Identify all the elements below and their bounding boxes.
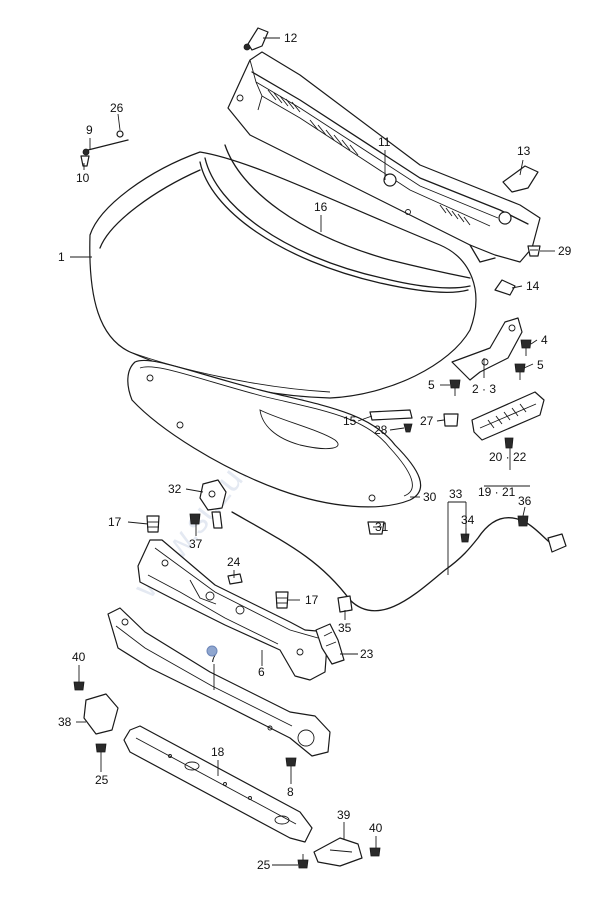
bolt-4 — [520, 339, 532, 356]
callout-36: 36 — [518, 494, 532, 508]
callout-38: 38 — [58, 715, 72, 729]
callout-9: 9 — [86, 123, 93, 137]
bolt-40-right — [369, 847, 381, 857]
latch-bracket — [315, 623, 345, 665]
callout-11: 11 — [378, 135, 391, 149]
cowl-bracket — [502, 165, 539, 193]
callout-25-right: 25 — [257, 858, 271, 872]
callout-8: 8 — [287, 785, 294, 799]
hood-insulator — [127, 359, 422, 508]
callout-4: 4 — [541, 333, 548, 347]
callout-7: 7 — [210, 651, 217, 665]
callout-13: 13 — [517, 144, 531, 158]
clip-28 — [403, 423, 413, 433]
bolt-5-right — [514, 363, 526, 380]
bolt-25-lower — [297, 854, 309, 869]
upper-support-member — [137, 539, 329, 681]
callout-19-21: 19 · 21 — [478, 485, 516, 499]
callout-5-right: 5 — [537, 358, 544, 372]
caution-label — [227, 573, 243, 585]
callout-15: 15 — [343, 414, 357, 428]
bolt-5-left — [449, 379, 461, 396]
callout-23: 23 — [360, 647, 374, 661]
seal-strip — [369, 409, 413, 421]
callout-18: 18 — [211, 745, 225, 759]
hood-stay-clip — [80, 130, 129, 167]
hood-hinge — [451, 317, 523, 381]
small-bracket — [494, 279, 516, 296]
callout-26: 26 — [110, 101, 124, 115]
bumper-17-left — [146, 515, 160, 533]
callout-40-right: 40 — [369, 821, 383, 835]
callout-1: 1 — [58, 250, 65, 264]
callout-40-left: 40 — [72, 650, 86, 664]
callout-29: 29 — [558, 244, 572, 258]
callout-31: 31 — [375, 520, 389, 534]
callout-32: 32 — [168, 482, 182, 496]
hood-panel — [89, 151, 477, 399]
hood-seal — [199, 144, 471, 294]
release-handle — [471, 391, 545, 449]
bracket-39 — [313, 837, 363, 867]
callout-24: 24 — [227, 555, 241, 569]
callout-12: 12 — [284, 31, 298, 45]
callout-25-left: 25 — [95, 773, 109, 787]
callout-6: 6 — [258, 665, 265, 679]
release-cable — [231, 511, 567, 612]
callout-35: 35 — [338, 621, 352, 635]
bolt-40-left — [73, 681, 85, 691]
callout-5-left: 5 — [428, 378, 435, 392]
leader-lines — [70, 37, 555, 866]
bumper-17-right — [275, 591, 289, 609]
bumper-27 — [443, 413, 459, 427]
hood-latch — [189, 479, 227, 529]
callout-39: 39 — [337, 808, 351, 822]
cable-clamp — [337, 595, 353, 613]
callout-37: 37 — [189, 537, 203, 551]
grommet — [527, 245, 541, 257]
bolt-8 — [285, 757, 297, 774]
callout-14: 14 — [526, 279, 540, 293]
lower-support-member — [107, 607, 331, 757]
callout-labels: 1 2 · 3 4 5 5 6 7 8 9 10 11 12 13 14 15 … — [58, 31, 572, 872]
callout-2-3: 2 · 3 — [472, 382, 496, 396]
callout-10: 10 — [76, 171, 90, 185]
grommet-31 — [367, 521, 385, 535]
callout-20-22: 20 · 22 — [489, 450, 527, 464]
callout-28: 28 — [374, 423, 388, 437]
cursor-marker — [206, 645, 218, 657]
callout-33: 33 — [449, 487, 463, 501]
callout-34: 34 — [461, 513, 475, 527]
callout-16: 16 — [314, 200, 328, 214]
callout-17-left: 17 — [108, 515, 122, 529]
callout-27: 27 — [420, 414, 434, 428]
callout-17-right: 17 — [305, 593, 319, 607]
bracket-38 — [83, 693, 119, 735]
callout-30: 30 — [423, 490, 437, 504]
bolt-25-upper — [95, 743, 107, 760]
bumper-reinforcement — [123, 725, 313, 843]
cowl-clip — [243, 27, 269, 51]
